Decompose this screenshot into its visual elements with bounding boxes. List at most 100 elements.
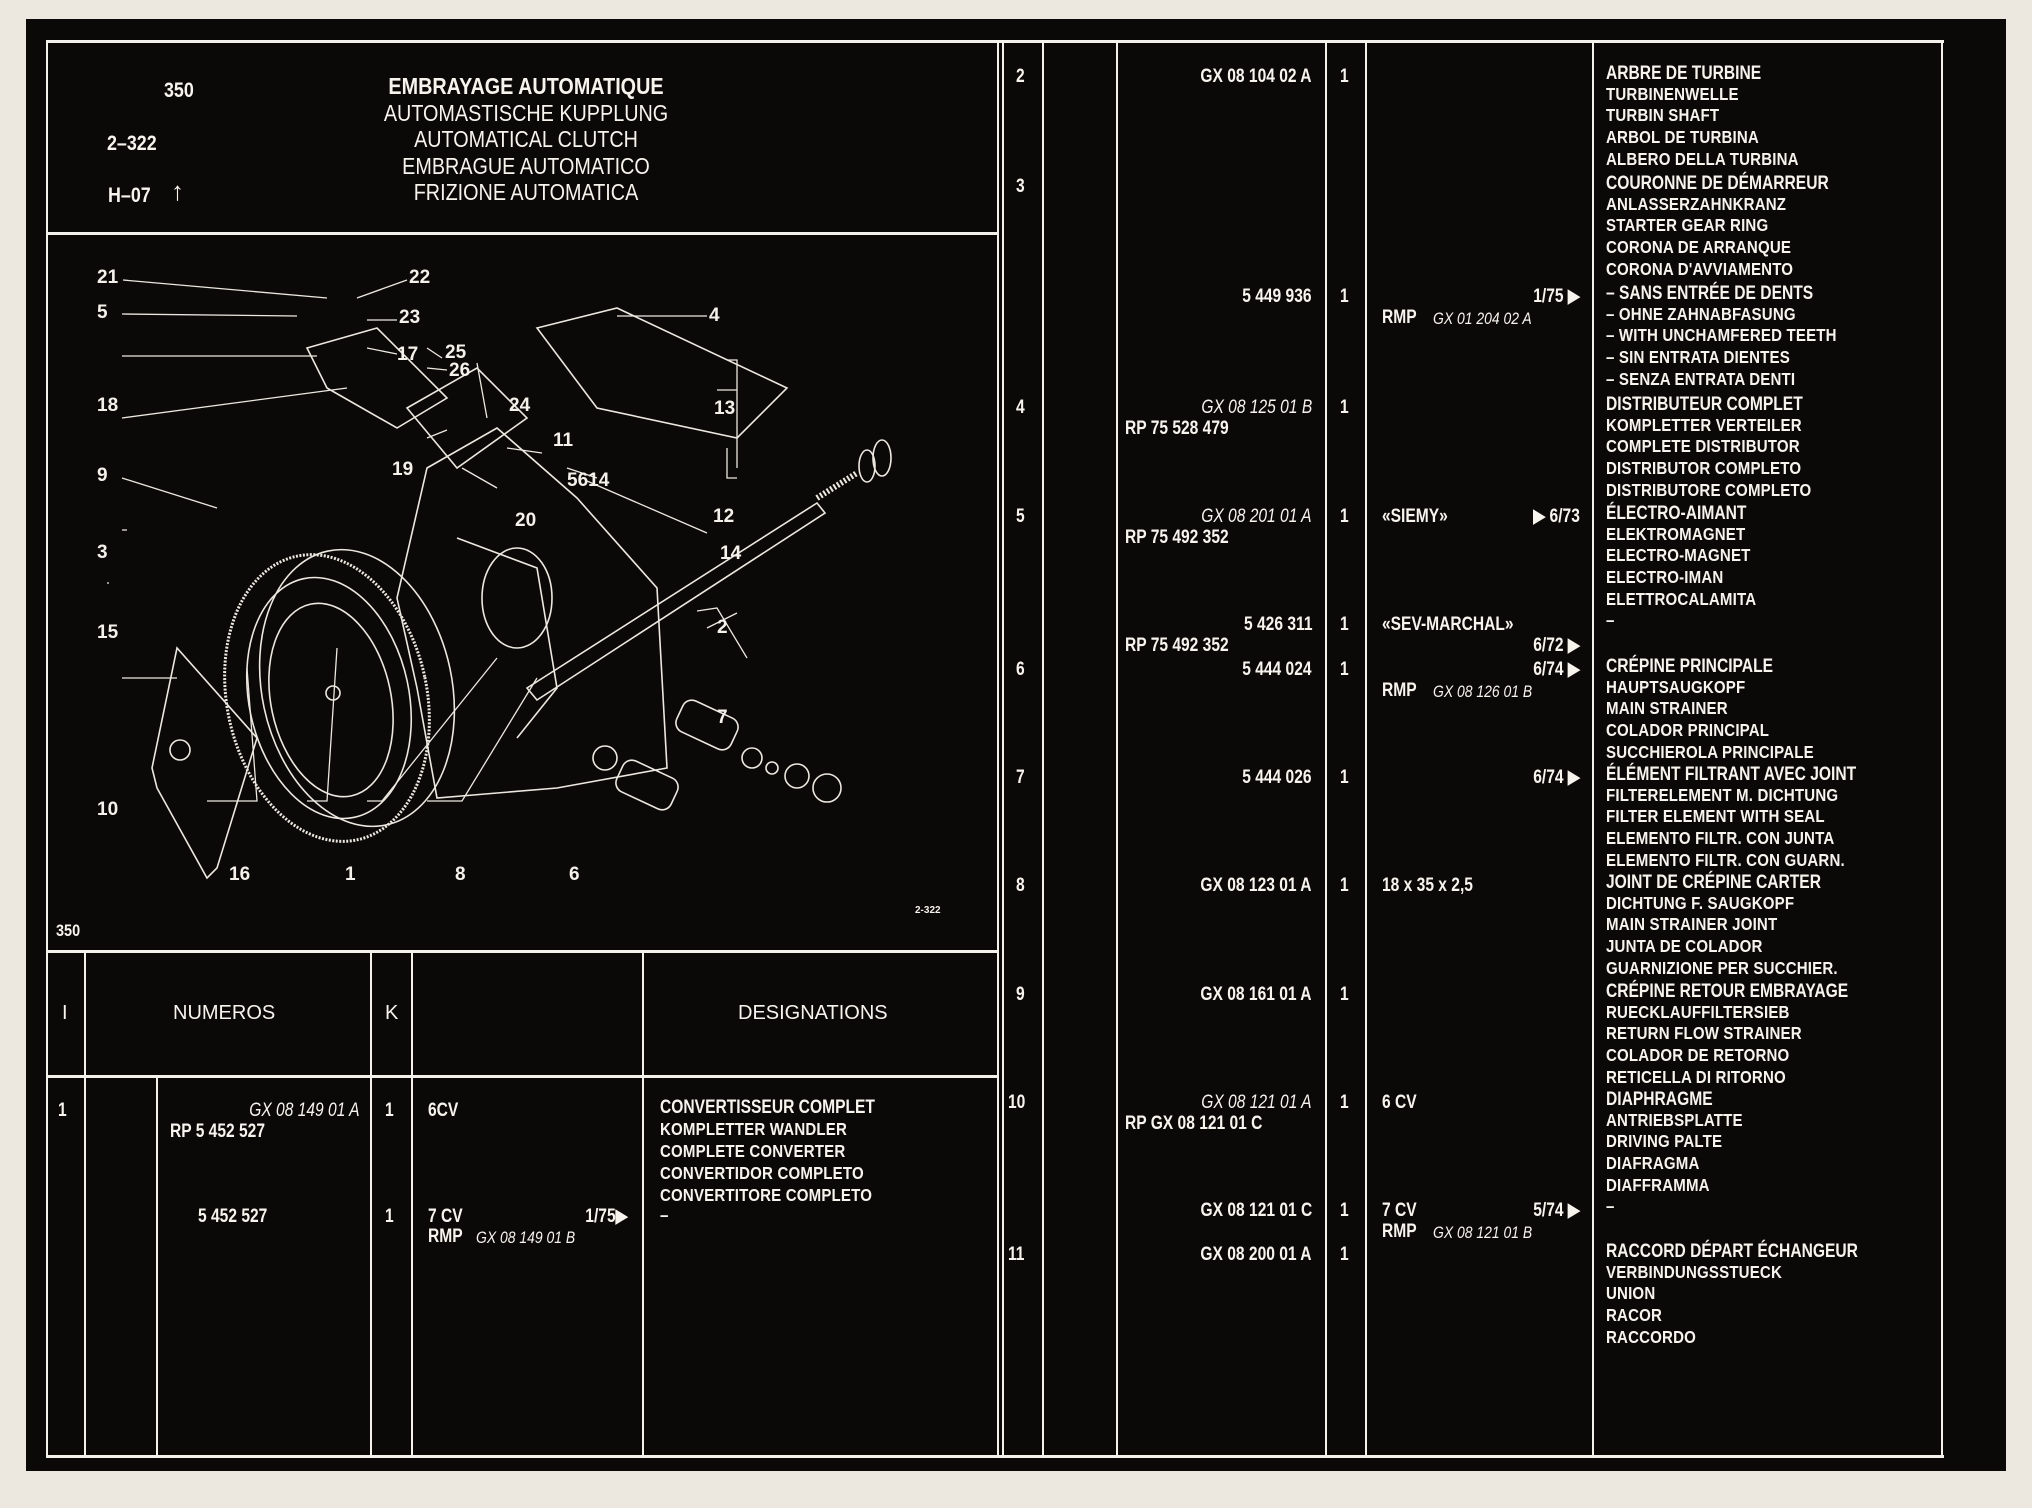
header-qty: K xyxy=(385,1002,399,1024)
designation-primary: CRÉPINE PRINCIPALE xyxy=(1606,655,1773,677)
designation-translation: ANTRIEBSPLATTE xyxy=(1606,1110,1743,1130)
row-index: 2 xyxy=(1016,66,1025,87)
title-it: FRIZIONE AUTOMATICA xyxy=(413,179,639,205)
microfiche-card xyxy=(26,19,2006,1471)
callout-24: 24 xyxy=(509,395,531,416)
callout-14: 14 xyxy=(720,543,742,564)
callout-18: 18 xyxy=(97,395,118,416)
part-number: GX 08 125 01 B xyxy=(1201,397,1312,418)
table-header-bottom xyxy=(47,1075,998,1078)
validity-date: 1/75 ▶ xyxy=(1533,286,1580,307)
designation-translation: DRIVING PALTE xyxy=(1606,1131,1723,1151)
quantity: 1 xyxy=(1340,767,1349,788)
designation-translation: MAIN STRAINER xyxy=(1606,698,1728,718)
designation-translation: SUCCHIEROLA PRINCIPALE xyxy=(1606,742,1814,762)
validity-date: 5/74 ▶ xyxy=(1533,1200,1580,1221)
designation-translation: KOMPLETTER VERTEILER xyxy=(1606,415,1802,435)
designation-translation: DIAFRAGMA xyxy=(1606,1153,1700,1173)
rcol-2 xyxy=(1042,40,1044,1458)
quantity: 1 xyxy=(385,1206,394,1227)
callout-22: 22 xyxy=(409,268,430,288)
replacement-number: RP GX 08 121 01 C xyxy=(1125,1113,1263,1134)
designation-translation: ELEMENTO FILTR. CON JUNTA xyxy=(1606,828,1835,848)
filter-7 xyxy=(675,699,739,751)
designation-translation: UNION xyxy=(1606,1283,1656,1303)
designation-translation: DISTRIBUTOR COMPLETO xyxy=(1606,458,1802,478)
designation-translation: CORONA DE ARRANQUE xyxy=(1606,237,1792,257)
note: 6 CV xyxy=(1382,1092,1417,1113)
replacement-number: RP 5 452 527 xyxy=(170,1121,266,1142)
callout-13: 13 xyxy=(714,398,735,419)
row-index: 7 xyxy=(1016,767,1025,788)
validity-date: 6/74 ▶ xyxy=(1533,767,1580,788)
col-numbers-divider xyxy=(370,951,372,1456)
part-number: GX 08 149 01 A xyxy=(249,1100,360,1121)
quantity: 1 xyxy=(1340,1200,1349,1221)
quantity: 1 xyxy=(1340,614,1349,635)
rmp-reference: GX 01 204 02 A xyxy=(1433,309,1532,328)
designation-primary: – xyxy=(1606,610,1615,630)
header-index: I xyxy=(62,1002,68,1024)
designation-translation: ELEKTROMAGNET xyxy=(1606,524,1746,544)
validity-date: ▶ 6/73 xyxy=(1533,506,1580,527)
part-number: GX 08 200 01 A xyxy=(1200,1244,1312,1265)
quantity: 1 xyxy=(1340,506,1349,527)
callout-25: 25 xyxy=(445,342,467,363)
col-qty-divider xyxy=(411,951,413,1456)
title-divider xyxy=(47,232,998,235)
note: 6CV xyxy=(428,1100,459,1121)
part-number: 5 449 936 xyxy=(1242,286,1312,307)
note: «SEV-MARCHAL» xyxy=(1382,614,1514,635)
designation-translation: MAIN STRAINER JOINT xyxy=(1606,914,1778,934)
designation-translation: STARTER GEAR RING xyxy=(1606,215,1769,235)
callout-7: 7 xyxy=(717,707,728,728)
rcol-1 xyxy=(1002,40,1004,1458)
converter-inner xyxy=(268,602,394,798)
designation-primary: ARBRE DE TURBINE xyxy=(1606,62,1762,84)
designation-translation: HAUPTSAUGKOPF xyxy=(1606,677,1746,697)
designation-primary: JOINT DE CRÉPINE CARTER xyxy=(1606,871,1821,893)
validity-code: H–07 xyxy=(108,184,151,207)
section-number: 350 xyxy=(164,79,194,102)
designation-translation: FILTERELEMENT M. DICHTUNG xyxy=(1606,785,1839,805)
designation-primary: ÉLÉMENT FILTRANT AVEC JOINT xyxy=(1606,763,1857,785)
converter-hub xyxy=(325,685,341,701)
rcol-4 xyxy=(1325,40,1327,1458)
designation-primary: RACCORD DÉPART ÉCHANGEUR xyxy=(1606,1240,1858,1262)
frame-top xyxy=(47,40,1944,43)
part-number: GX 08 104 02 A xyxy=(1200,66,1312,87)
rmp-reference: GX 08 149 01 B xyxy=(476,1228,576,1247)
designation-translation: DISTRIBUTORE COMPLETO xyxy=(1606,480,1812,500)
header-designations: DESIGNATIONS xyxy=(738,1002,888,1024)
designation-translation: RETURN FLOW STRAINER xyxy=(1606,1023,1802,1043)
col-index-divider xyxy=(84,951,86,1456)
designation-translation: DIAFFRAMMA xyxy=(1606,1175,1710,1195)
callout-20: 20 xyxy=(515,510,536,531)
quantity: 1 xyxy=(1340,875,1349,896)
designation-translation: RACCORDO xyxy=(1606,1327,1697,1347)
title-fr: EMBRAYAGE AUTOMATIQUE xyxy=(388,73,664,99)
designation-translation: GUARNIZIONE PER SUCCHIER. xyxy=(1606,958,1838,978)
callout-3: 3 xyxy=(97,542,108,563)
rmp-reference: GX 08 126 01 B xyxy=(1433,682,1533,701)
rcol-3 xyxy=(1116,40,1118,1458)
designation-translation: RACOR xyxy=(1606,1305,1663,1325)
left-panel-divider xyxy=(997,40,999,1458)
callout-6: 6 xyxy=(569,864,580,885)
quantity: 1 xyxy=(1340,1244,1349,1265)
designation-translation: VERBINDUNGSSTUECK xyxy=(1606,1262,1783,1282)
callout-5614: 5614 xyxy=(567,470,610,491)
row-index: 8 xyxy=(1016,875,1025,896)
rmp-reference: GX 08 121 01 B xyxy=(1433,1223,1533,1242)
part-number: GX 08 121 01 A xyxy=(1201,1092,1312,1113)
designation-translation: – SIN ENTRATA DIENTES xyxy=(1606,347,1790,367)
designation-translation: – WITH UNCHAMFERED TEETH xyxy=(1606,325,1837,345)
spring xyxy=(815,470,859,501)
designation-en: COMPLETE CONVERTER xyxy=(660,1141,846,1161)
designation-translation: ELECTRO-IMAN xyxy=(1606,567,1724,587)
rmp-label: RMP xyxy=(1382,680,1417,701)
up-arrow-icon: ↑ xyxy=(171,176,184,206)
designation-translation: ARBOL DE TURBINA xyxy=(1606,127,1759,147)
row-index: 6 xyxy=(1016,659,1025,680)
designation-translation: JUNTA DE COLADOR xyxy=(1606,936,1763,956)
